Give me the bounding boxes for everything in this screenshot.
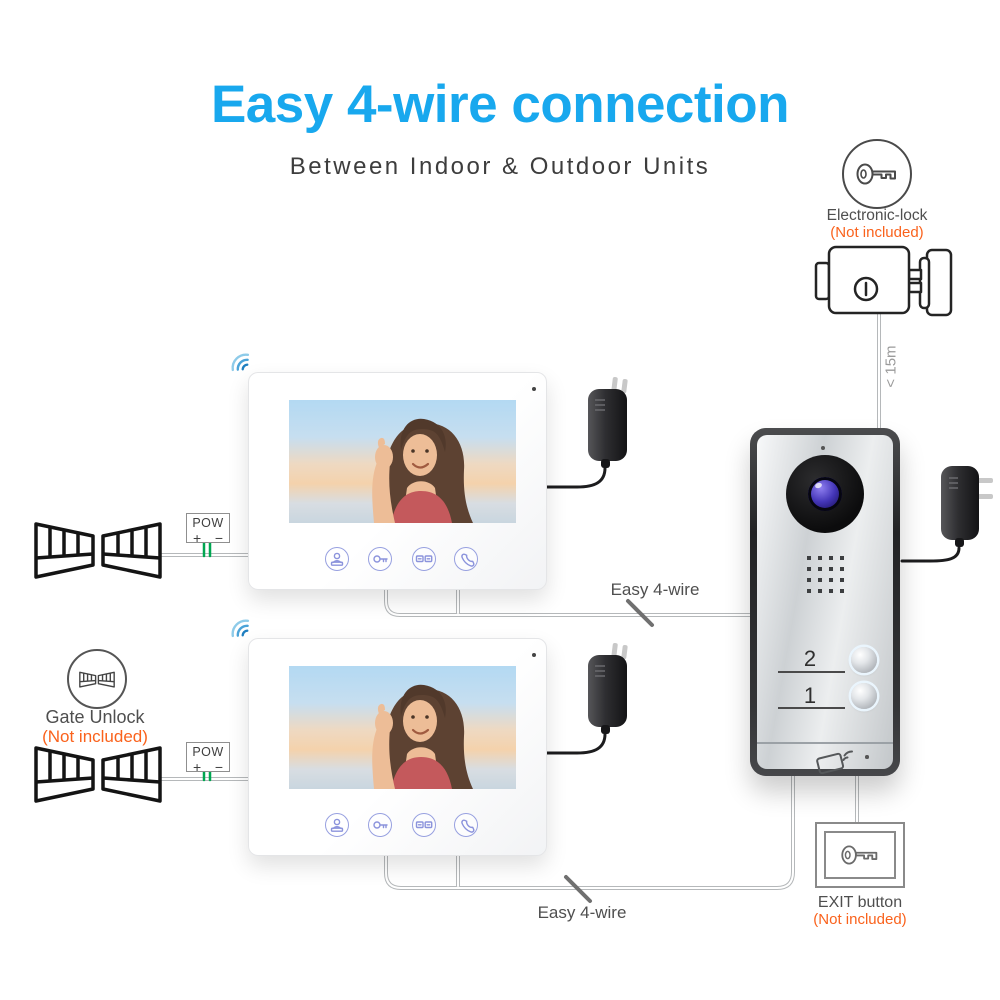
adapter-cords <box>544 466 961 755</box>
unlock-button[interactable] <box>368 813 392 837</box>
power-adapter-monitor-2 <box>588 643 628 734</box>
unlock-key-icon <box>373 821 388 829</box>
wifi-icon <box>231 619 250 638</box>
electronic-lock-badge <box>842 139 912 209</box>
monitor-screen <box>289 666 516 789</box>
call-button-2-label: 2 <box>803 646 817 671</box>
wire-slash-marks <box>564 599 654 903</box>
power-terminal-box: POW + − <box>186 513 230 546</box>
hangup-phone-icon <box>461 553 475 567</box>
electronic-lock-note: (Not included) <box>830 224 924 241</box>
mic-dot <box>532 653 536 657</box>
page-title: Easy 4-wire connection <box>210 75 790 134</box>
exit-button-label: EXIT button <box>817 894 903 911</box>
call-button-1[interactable] <box>851 683 877 709</box>
caller-video-still <box>372 418 473 523</box>
speaker-grill <box>803 552 847 596</box>
hangup-phone-icon <box>461 819 475 833</box>
key-circle-icon <box>856 163 896 185</box>
plus-mark: + <box>193 529 202 546</box>
unlock-button[interactable] <box>368 547 392 571</box>
doorbell-faceplate: 2 1 <box>757 435 893 775</box>
mic-dot <box>821 446 825 450</box>
reset-dot <box>865 755 869 759</box>
intercom-button[interactable] <box>412 813 436 837</box>
plug-prong <box>621 645 628 660</box>
indoor-monitor-1 <box>248 372 547 590</box>
distance-label: < 15m <box>882 345 900 388</box>
indoor-monitor-2 <box>248 638 547 856</box>
talk-button[interactable] <box>325 547 349 571</box>
intercom-button[interactable] <box>412 547 436 571</box>
faceplate-divider <box>757 742 893 744</box>
electronic-lock-label: Electronic-lock <box>826 207 928 224</box>
monitor-screen <box>289 400 516 523</box>
rfid-card-icon <box>816 750 853 775</box>
gate-circle-icon <box>79 671 115 688</box>
pow-label: POW <box>192 745 224 759</box>
electronic-lock-device <box>814 245 953 317</box>
plug-prong <box>977 478 993 483</box>
gate-unlock-note: (Not included) <box>42 727 148 746</box>
page-subtitle: Between Indoor & Outdoor Units <box>289 153 711 180</box>
easy-4wire-label-bottom: Easy 4-wire <box>537 903 627 922</box>
talk-icon <box>330 552 344 566</box>
call-button-2[interactable] <box>851 647 877 673</box>
pow-label: POW <box>192 516 224 530</box>
camera-housing <box>786 455 864 533</box>
gate-unlock-badge <box>67 649 127 709</box>
gate-icon <box>34 746 162 803</box>
wifi-icon <box>231 353 250 372</box>
power-adapter-doorbell <box>941 466 993 547</box>
label-underline <box>778 707 845 709</box>
gate-unlock-label: Gate Unlock <box>45 707 145 727</box>
wires <box>158 310 961 903</box>
hangup-button[interactable] <box>454 813 478 837</box>
outdoor-doorbell-unit: 2 1 <box>750 428 900 776</box>
talk-button[interactable] <box>325 813 349 837</box>
easy-4wire-label-top: Easy 4-wire <box>610 580 700 599</box>
key-icon <box>841 845 878 865</box>
plus-mark: + <box>193 758 202 775</box>
mic-dot <box>532 387 536 391</box>
power-terminal-box: POW + − <box>186 742 230 775</box>
plug-prong <box>977 494 993 499</box>
hangup-button[interactable] <box>454 547 478 571</box>
plug-prong <box>621 379 628 394</box>
camera-lens-icon <box>808 477 842 511</box>
caller-video-still <box>372 684 473 789</box>
minus-mark: − <box>214 529 223 546</box>
exit-button-note: (Not included) <box>813 911 907 928</box>
intercom-icon <box>415 821 433 829</box>
label-underline <box>778 671 845 673</box>
power-adapter-monitor-1 <box>588 377 628 468</box>
gate-icon <box>34 522 162 579</box>
talk-icon <box>330 818 344 832</box>
minus-mark: − <box>214 758 223 775</box>
exit-button-box <box>815 822 905 888</box>
call-button-1-label: 1 <box>803 683 817 708</box>
intercom-icon <box>415 555 433 563</box>
exit-button-inner <box>824 831 896 879</box>
unlock-key-icon <box>373 555 388 563</box>
